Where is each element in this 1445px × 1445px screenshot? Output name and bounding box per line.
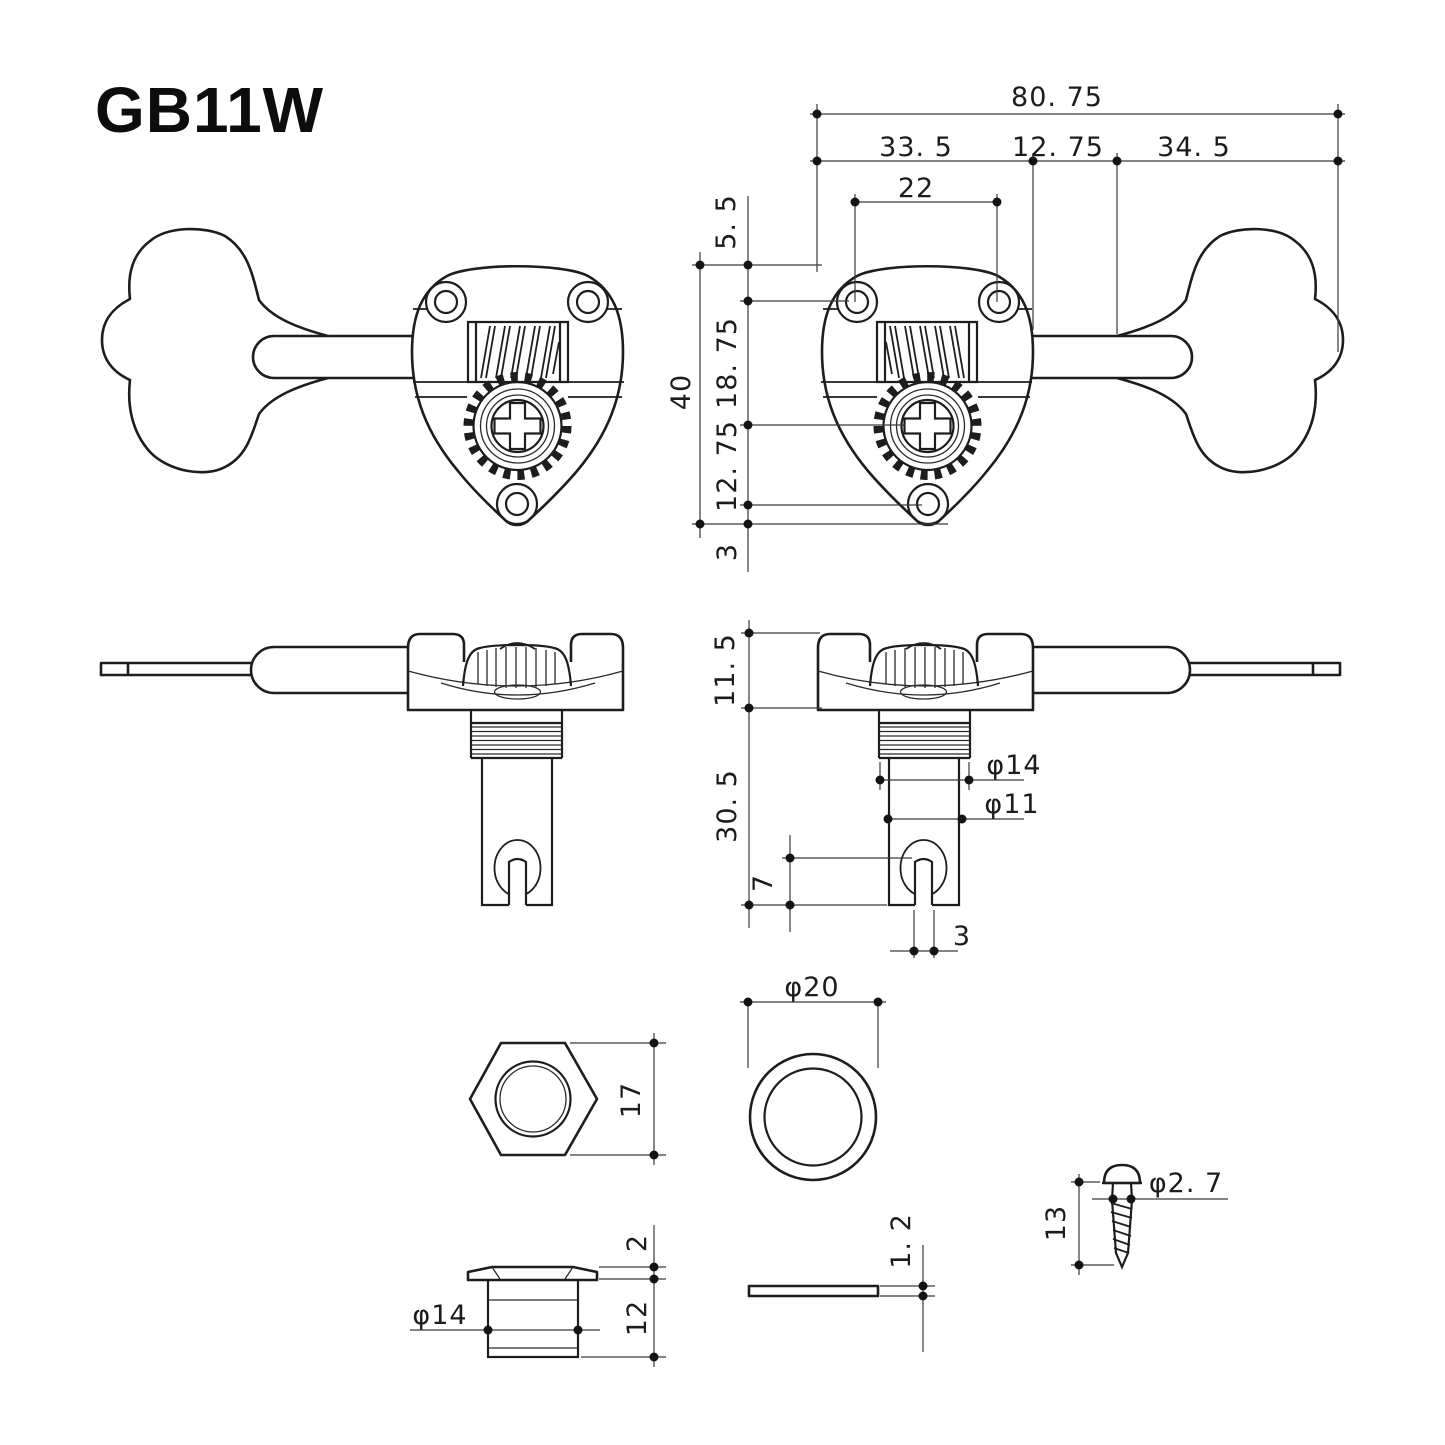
bushing-body-lines	[488, 1299, 578, 1349]
string-post	[480, 758, 554, 907]
flange-bevels	[491, 1266, 574, 1280]
phillips-cross-icon	[493, 401, 542, 451]
housing-plate-lines	[413, 308, 624, 398]
mounting-holes	[424, 280, 610, 526]
dim-ring-outer-dia: φ20	[784, 972, 839, 1003]
bushing-side-view	[466, 1265, 599, 1359]
dim-housing-width: 33. 5	[879, 132, 953, 163]
boss-bottom	[495, 482, 539, 526]
front-view-mirrored	[821, 229, 1343, 525]
dim-screw-spacing: 22	[898, 173, 934, 204]
gear-inner-circle-2	[485, 394, 550, 458]
side-view	[99, 632, 625, 907]
dim-flange-height: 2	[622, 1234, 653, 1252]
bushing-body	[486, 1280, 580, 1359]
gear-root-circle	[472, 380, 563, 472]
hex-nut-outline	[468, 1041, 599, 1157]
key-shaft	[251, 334, 420, 380]
flat-washer-outline	[747, 1284, 880, 1298]
worm-box	[466, 320, 570, 384]
dim-overall-width: 80. 75	[1011, 82, 1103, 113]
boss-top-right	[566, 280, 610, 324]
ring-washer-view	[748, 1052, 878, 1182]
side-view-mirrored	[816, 632, 1342, 907]
gear-inner-circle-1	[479, 388, 556, 464]
flat-washer-view	[747, 1284, 880, 1298]
bushing-collar	[469, 710, 564, 760]
dim-overall-height: 40	[666, 374, 697, 410]
knurled-knob	[461, 643, 573, 687]
dim-shaft-exposed: 12. 75	[1012, 132, 1104, 163]
dim-shaft-below: 30. 5	[712, 769, 743, 843]
dim-post-dia: φ11	[984, 789, 1039, 820]
dimension-lines	[410, 104, 1345, 1367]
screw-threads	[1110, 1202, 1133, 1254]
dim-screw-to-bottom: 3	[712, 543, 743, 561]
dim-washer-thickness: 1. 2	[886, 1213, 917, 1269]
dim-screw-thread-dia: φ2. 7	[1149, 1168, 1223, 1199]
knob-knurl-lines	[477, 647, 556, 688]
bushing-flange	[466, 1265, 599, 1282]
hex-nut-view	[468, 1041, 599, 1157]
dim-key-width: 34. 5	[1157, 132, 1231, 163]
gear-housing-outline	[410, 265, 625, 527]
worm-gear-coils	[480, 325, 560, 379]
dim-top-to-screw: 5. 5	[711, 194, 742, 250]
post-slot	[507, 857, 528, 905]
dim-screw-length: 13	[1041, 1205, 1072, 1241]
screw-view	[1102, 1163, 1142, 1270]
screw-head	[1102, 1163, 1142, 1185]
dim-slot-width: 3	[953, 921, 971, 952]
dim-screw-to-gear: 18. 75	[712, 317, 743, 409]
ring-inner	[763, 1067, 863, 1167]
cog-gear	[463, 372, 572, 480]
hole-top-right	[575, 289, 601, 315]
dim-bushing-body-height: 12	[622, 1300, 653, 1336]
knob-washer	[493, 684, 542, 700]
dimension-dots	[483, 109, 1343, 1362]
nut-bore-inner	[499, 1065, 567, 1133]
nut-bore-outer	[494, 1060, 572, 1138]
slot-mask	[509, 860, 526, 905]
dim-bushing-dia: φ14	[986, 750, 1041, 781]
bushing-threads	[471, 726, 562, 755]
lever-body	[249, 645, 415, 695]
dim-bracket-height: 11. 5	[710, 633, 741, 707]
dim-nut-across-flats: 17	[616, 1082, 647, 1118]
front-view	[100, 227, 625, 527]
dim-gear-to-screw: 12. 75	[712, 420, 743, 512]
part-number-title: GB11W	[95, 74, 324, 146]
clover-key-outline	[100, 227, 330, 474]
boss-top-left	[424, 280, 468, 324]
dim-slot-depth: 7	[748, 874, 779, 892]
gear-teeth-ring	[463, 372, 572, 480]
hole-bottom	[504, 491, 530, 517]
knob-dome	[499, 642, 536, 650]
hole-top-left	[433, 289, 459, 315]
dim-bushing-body-dia: φ14	[412, 1300, 467, 1331]
screw-head-circle	[490, 398, 545, 454]
ring-outer	[748, 1052, 878, 1182]
